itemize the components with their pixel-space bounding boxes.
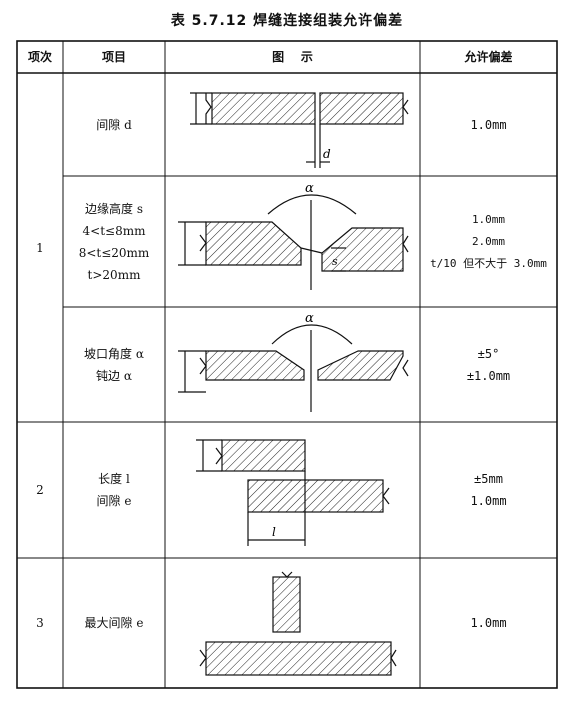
header-deviation: 允许偏差 — [464, 50, 513, 64]
item-groove-angle: 坡口角度 α 钝边 α — [63, 307, 165, 422]
header-item: 项目 — [101, 50, 126, 64]
item-edge-line: 4<t≤8mm — [82, 223, 146, 238]
figure-length-l-label: l — [272, 525, 276, 539]
header-figure: 图 示 — [272, 50, 313, 64]
deviation-edge-line: 2.0mm — [471, 234, 506, 248]
figure-length-l — [196, 439, 390, 546]
figure-gap-d-label: d — [323, 147, 331, 161]
table-grid — [16, 40, 558, 689]
deviation-groove-line: ±5° — [477, 346, 500, 361]
figure-groove-alpha: α — [305, 311, 314, 326]
deviation-max-gap: 1.0mm — [470, 616, 507, 630]
deviation-edge-height: 1.0mm 2.0mm t/10 但不大于 3.0mm — [420, 176, 557, 307]
row-number-1: 1 — [36, 240, 44, 255]
header-no: 项次 — [27, 50, 52, 64]
deviation-length-line: ±5mm — [474, 472, 503, 486]
figure-edge-s: s — [332, 255, 338, 268]
item-gap-d: 间隙 d — [96, 117, 132, 132]
deviation-edge-line: t/10 但不大于 3.0mm — [430, 256, 547, 270]
item-groove-line: 坡口角度 α — [84, 346, 144, 361]
item-edge-line: 边缘高度 s — [85, 201, 143, 216]
figure-groove-angle — [178, 324, 409, 412]
figure-gap-d — [190, 92, 409, 168]
item-length-l: 长度 l 间隙 e — [63, 422, 165, 558]
item-groove-line: 钝边 α — [96, 368, 132, 383]
deviation-groove-line: ±1.0mm — [466, 368, 511, 383]
item-edge-line: t>20mm — [87, 267, 141, 282]
row-number-2: 2 — [36, 483, 44, 497]
deviation-length-line: 1.0mm — [470, 494, 507, 508]
row-number-3: 3 — [36, 616, 44, 630]
deviation-gap-d: 1.0mm — [470, 117, 507, 132]
table-title: 表 5.7.12 焊缝连接组装允许偏差 — [170, 13, 404, 29]
item-edge-height: 边缘高度 s 4<t≤8mm 8<t≤20mm t>20mm — [63, 176, 165, 307]
figure-max-gap — [199, 571, 397, 676]
item-edge-line: 8<t≤20mm — [78, 245, 150, 260]
figure-edge-alpha: α — [305, 181, 314, 196]
item-length-line: 长度 l — [98, 472, 130, 486]
figure-edge-height — [178, 194, 409, 290]
item-max-gap: 最大间隙 e — [84, 616, 144, 630]
item-length-line: 间隙 e — [96, 494, 132, 508]
deviation-edge-line: 1.0mm — [471, 212, 506, 226]
deviation-groove-angle: ±5° ±1.0mm — [420, 307, 557, 422]
deviation-length-l: ±5mm 1.0mm — [420, 422, 557, 558]
